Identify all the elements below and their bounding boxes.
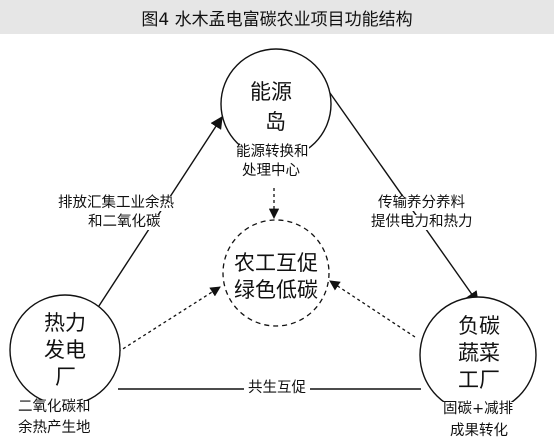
vegetable-factory-name-line3: 工厂	[458, 368, 500, 392]
dashed-arrow-factory-to-center	[329, 280, 416, 338]
energy-island-circle	[220, 48, 332, 160]
edge-plant-to-island	[94, 115, 223, 313]
figure-title: 图4 水木孟电富碳农业项目功能结构	[0, 0, 554, 34]
energy-island-name-line2: 岛	[265, 110, 286, 134]
energy-island-name-line1: 能源	[250, 80, 292, 104]
right-edge-label-line2: 提供电力和热力	[371, 214, 473, 230]
bottom-edge-label: 共生互促	[244, 381, 310, 396]
power-plant-desc-line1: 二氧化碳和	[18, 399, 91, 415]
energy-island-desc-line1: 能源转换和	[236, 144, 309, 160]
vegetable-factory-name-line1: 负碳	[458, 314, 500, 338]
power-plant-name-line3: 厂	[55, 365, 76, 389]
power-plant-name-line1: 热力	[44, 311, 86, 335]
energy-island-desc-line2: 处理中心	[242, 163, 300, 179]
vegetable-factory-name-line2: 蔬菜	[458, 341, 500, 365]
left-edge-label-line1: 排放汇集工业余热	[58, 195, 174, 211]
vegetable-factory-desc-line1: 固碳+减排	[443, 401, 514, 417]
vegetable-factory-desc-line2: 成果转化	[450, 423, 508, 439]
power-plant-desc-line2: 余热产生地	[18, 420, 91, 436]
power-plant-name-line2: 发电	[44, 338, 86, 362]
dashed-arrow-plant-to-center	[117, 286, 221, 353]
left-edge-label-line2: 和二氧化碳	[88, 214, 161, 230]
right-edge-label-line1: 传输养分养料	[378, 195, 465, 211]
center-dashed-circle	[222, 219, 330, 327]
center-label-line2: 绿色低碳	[234, 278, 318, 302]
center-label-line1: 农工互促	[234, 251, 318, 275]
